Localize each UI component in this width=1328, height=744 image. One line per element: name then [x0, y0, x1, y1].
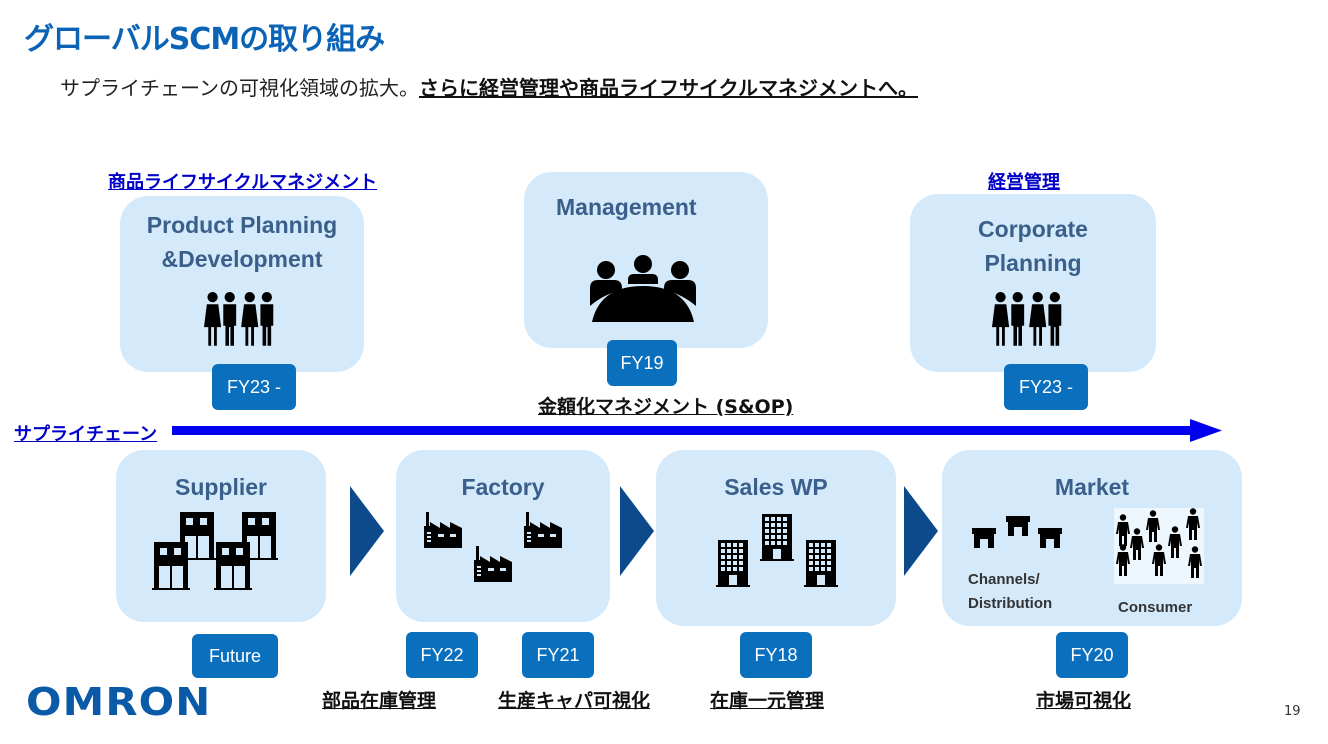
flow-chevron — [904, 486, 938, 576]
consumer-crowd-icon — [1114, 508, 1204, 584]
market-visibility-caption: 市場可視化 — [1036, 690, 1132, 712]
meeting-table-icon — [590, 255, 696, 322]
fy-badge: FY18 — [740, 632, 812, 678]
fy-badge: FY23 - — [1004, 364, 1088, 410]
card-title: Supplier — [174, 474, 267, 500]
card-title: Factory — [461, 474, 545, 500]
office-buildings-icon — [716, 514, 838, 587]
card-title: Sales WP — [724, 474, 828, 500]
channels-distribution-label: Channels/ Distribution — [968, 571, 1053, 612]
card-title: Corporate Planning — [978, 216, 1088, 276]
card-title: Product Planning &Development — [146, 212, 338, 272]
inventory-unified-caption: 在庫一元管理 — [710, 690, 825, 712]
page-number: 19 — [1284, 704, 1301, 719]
card-title: Market — [1054, 474, 1130, 500]
factory-card: Factory — [396, 450, 610, 622]
slide-title: グローバルSCMの取り組み — [24, 22, 385, 57]
fy-badge: FY23 - — [212, 364, 296, 410]
fy-badge: FY21 — [522, 632, 594, 678]
fy-badge: FY20 — [1056, 632, 1128, 678]
supplier-buildings-icon — [152, 512, 278, 590]
fy-badge: Future — [192, 634, 278, 678]
product-planning-card: Product Planning &Development — [120, 196, 364, 372]
sales-wp-card: Sales WP — [656, 450, 896, 626]
factory-icon — [424, 512, 562, 582]
parts-inventory-caption: 部品在庫管理 — [322, 690, 437, 712]
people-group-icon — [992, 292, 1062, 346]
slide-subtitle: サプライチェーンの可視化領域の拡大。さらに経営管理や商品ライフサイクルマネジメン… — [60, 72, 918, 101]
flow-chevron — [620, 486, 654, 576]
fy-badge: FY19 — [607, 340, 677, 386]
fy-badge: FY22 — [406, 632, 478, 678]
supply-chain-label[interactable]: サプライチェーン — [14, 424, 158, 445]
people-group-icon — [204, 292, 274, 346]
sop-caption: 金額化マネジメント (S&OP) — [538, 396, 794, 418]
supply-chain-arrow — [172, 419, 1222, 442]
corporate-management-heading[interactable]: 経営管理 — [988, 172, 1060, 193]
subtitle-plain: サプライチェーンの可視化領域の拡大。 — [60, 76, 419, 100]
omron-logo: OMRON — [26, 680, 212, 724]
production-capacity-caption: 生産キャパ可視化 — [498, 690, 651, 712]
supplier-card: Supplier — [116, 450, 326, 622]
subtitle-emphasis: さらに経営管理や商品ライフサイクルマネジメントへ。 — [419, 76, 918, 100]
card-title: Management — [556, 194, 697, 220]
consumer-label: Consumer — [1118, 599, 1193, 616]
flow-chevron — [350, 486, 384, 576]
corporate-planning-card: Corporate Planning — [910, 194, 1156, 372]
market-card: Market Channels/ Distribution Consumer — [942, 450, 1242, 626]
plm-heading[interactable]: 商品ライフサイクルマネジメント — [108, 172, 378, 193]
shop-channels-icon — [972, 516, 1062, 548]
management-card: Management — [524, 172, 768, 348]
